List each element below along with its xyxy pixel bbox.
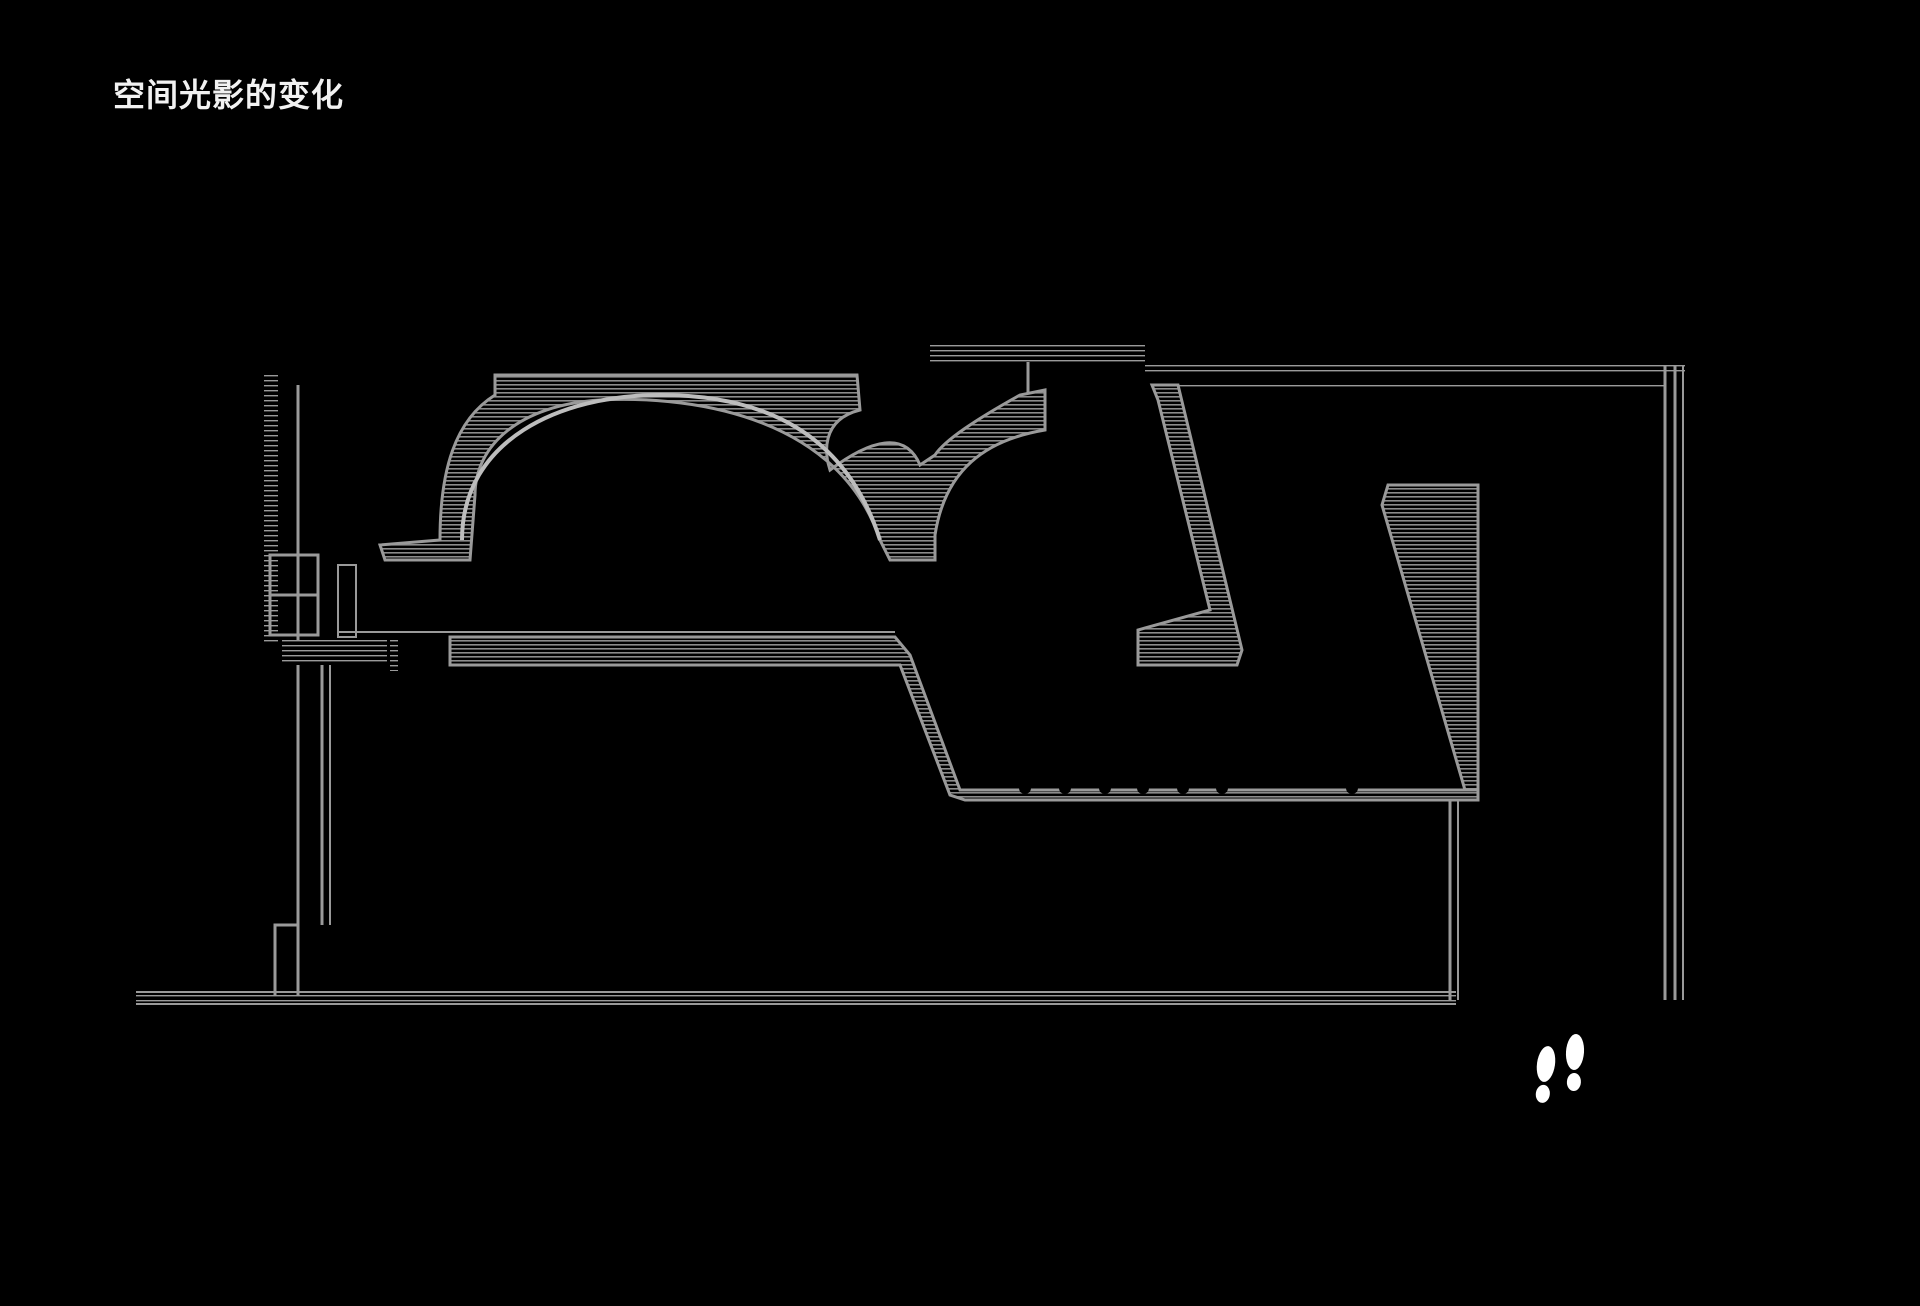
outer-wall-left <box>264 372 398 995</box>
bench-columns <box>1019 782 1358 794</box>
outer-wall-bottom <box>136 991 1456 1005</box>
angled-wall-right <box>1380 483 1480 792</box>
angled-wall-center <box>1136 383 1244 667</box>
top-roof-element <box>930 345 1145 395</box>
outer-wall-right <box>1145 365 1685 1000</box>
bench-wall <box>448 635 1480 1000</box>
footprints-icon <box>1535 1034 1585 1103</box>
corridor-divider <box>337 564 895 638</box>
arch-wall <box>377 373 1047 562</box>
page-title: 空间光影的变化 <box>113 76 345 114</box>
